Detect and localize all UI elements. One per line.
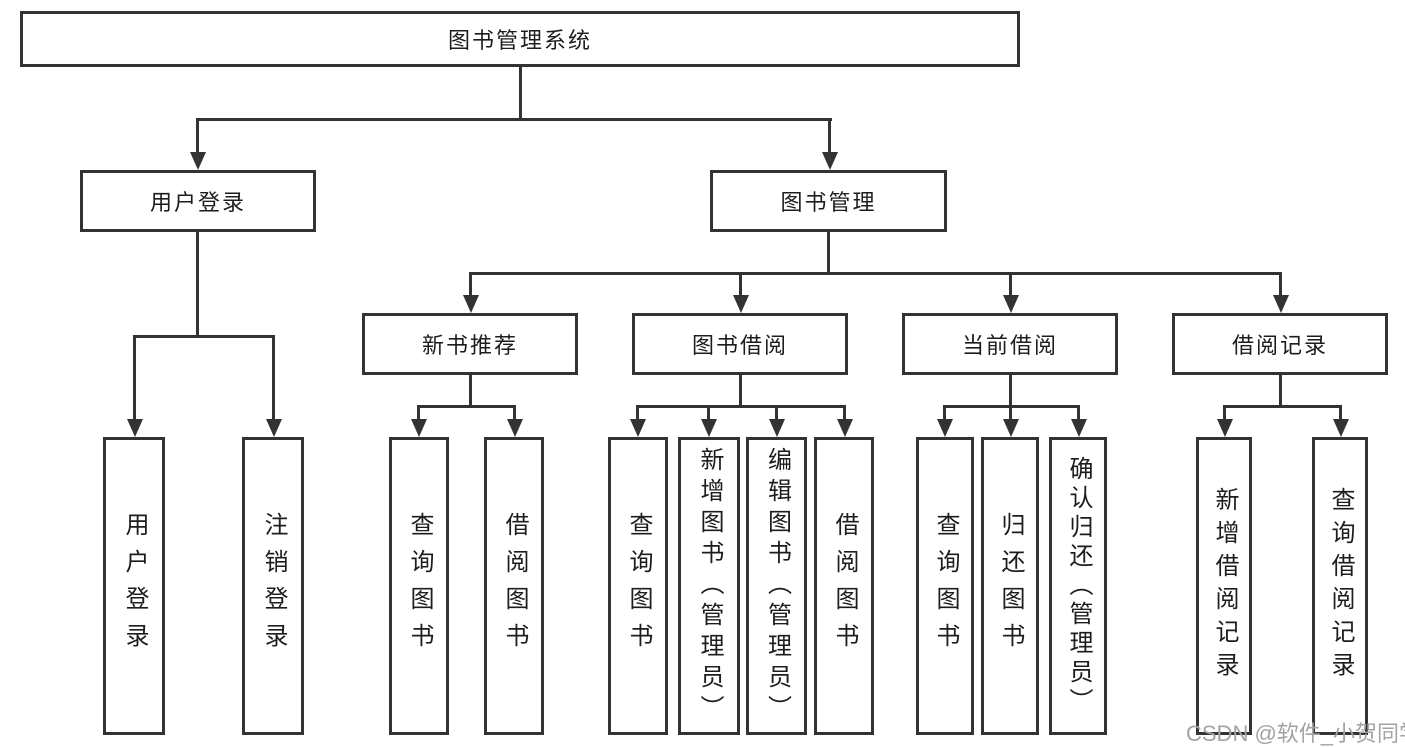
arrow-down-icon	[1217, 419, 1233, 437]
arrow-down-icon	[837, 419, 853, 437]
arrow-down-icon	[1003, 295, 1019, 313]
arrow-down-icon	[701, 419, 717, 437]
connector-line	[739, 375, 742, 407]
arrow-down-icon	[1071, 419, 1087, 437]
connector-line	[1009, 405, 1012, 421]
leaf-query-books-current: 查询图书	[916, 437, 974, 735]
connector-line	[133, 335, 275, 338]
arrow-down-icon	[630, 419, 646, 437]
leaf-add-borrow-record: 新增借阅记录	[1196, 437, 1252, 735]
node-label: 新书推荐	[421, 333, 518, 358]
leaf-edit-book-admin: 编辑图书（管理员）	[746, 437, 807, 735]
node-current-borrow: 当前借阅	[902, 313, 1118, 375]
arrow-down-icon	[1333, 419, 1349, 437]
node-label: 当前借阅	[961, 333, 1058, 358]
connector-line	[469, 272, 1281, 275]
arrow-down-icon	[769, 419, 785, 437]
connector-line	[1279, 375, 1282, 407]
leaf-borrow-books-recommend: 借阅图书	[484, 437, 544, 735]
leaf-label: 新增借阅记录	[1211, 487, 1238, 685]
arrow-down-icon	[1003, 419, 1019, 437]
arrow-down-icon	[266, 419, 282, 437]
arrow-down-icon	[937, 419, 953, 437]
connector-line	[133, 335, 136, 421]
connector-line	[196, 232, 199, 337]
leaf-label: 借阅图书	[831, 512, 858, 660]
node-new-book-recommend: 新书推荐	[362, 313, 578, 375]
node-label: 图书管理	[780, 190, 877, 215]
leaf-confirm-return-admin: 确认归还（管理员）	[1049, 437, 1107, 735]
connector-line	[272, 335, 275, 421]
node-book-borrow: 图书借阅	[632, 313, 848, 375]
node-label: 用户登录	[149, 190, 246, 215]
connector-line	[775, 405, 778, 421]
leaf-label: 新增图书（管理员）	[696, 446, 723, 726]
leaf-return-books: 归还图书	[981, 437, 1039, 735]
leaf-query-books-recommend: 查询图书	[389, 437, 449, 735]
leaf-query-borrow-record: 查询借阅记录	[1312, 437, 1368, 735]
csdn-watermark: CSDN @软件_小贺同学	[1186, 721, 1405, 746]
leaf-label: 查询借阅记录	[1327, 487, 1354, 685]
connector-line	[469, 272, 472, 297]
connector-line	[739, 272, 742, 297]
leaf-label: 查询图书	[625, 512, 652, 660]
leaf-label: 借阅图书	[501, 512, 528, 660]
connector-line	[636, 405, 639, 421]
connector-line	[827, 232, 830, 274]
connector-line	[828, 118, 831, 154]
arrow-down-icon	[507, 419, 523, 437]
arrow-down-icon	[733, 295, 749, 313]
connector-line	[707, 405, 710, 421]
leaf-label: 查询图书	[406, 512, 433, 660]
connector-line	[417, 405, 516, 408]
leaf-label: 编辑图书（管理员）	[763, 446, 791, 726]
leaf-label: 确认归还（管理员）	[1065, 455, 1092, 717]
connector-line	[196, 118, 832, 121]
leaf-label: 查询图书	[932, 512, 959, 660]
connector-line	[1279, 272, 1282, 297]
arrow-down-icon	[127, 419, 143, 437]
leaf-label: 用户登录	[121, 512, 148, 660]
arrow-down-icon	[411, 419, 427, 437]
leaf-user-login: 用户登录	[103, 437, 165, 735]
connector-line	[513, 405, 516, 421]
connector-line	[1009, 272, 1012, 297]
arrow-down-icon	[1273, 295, 1289, 313]
arrow-down-icon	[822, 152, 838, 170]
connector-line	[196, 118, 199, 154]
connector-line	[943, 405, 946, 421]
arrow-down-icon	[463, 295, 479, 313]
leaf-query-books-borrow: 查询图书	[608, 437, 668, 735]
leaf-label: 注销登录	[260, 512, 287, 660]
connector-line	[1223, 405, 1342, 408]
leaf-logout: 注销登录	[242, 437, 304, 735]
node-borrow-records: 借阅记录	[1172, 313, 1388, 375]
node-label: 图书管理系统	[447, 28, 592, 53]
leaf-label: 归还图书	[997, 512, 1024, 660]
node-label: 图书借阅	[691, 333, 788, 358]
node-user-login: 用户登录	[80, 170, 316, 232]
node-label: 借阅记录	[1231, 333, 1328, 358]
leaf-add-book-admin: 新增图书（管理员）	[678, 437, 740, 735]
node-book-management: 图书管理	[710, 170, 947, 232]
connector-line	[636, 405, 846, 408]
connector-line	[519, 67, 522, 120]
connector-line	[1339, 405, 1342, 421]
arrow-down-icon	[190, 152, 206, 170]
node-library-management-system: 图书管理系统	[20, 11, 1020, 67]
connector-line	[1009, 375, 1012, 407]
connector-line	[469, 375, 472, 407]
connector-line	[843, 405, 846, 421]
connector-line	[1077, 405, 1080, 421]
leaf-borrow-books: 借阅图书	[814, 437, 874, 735]
connector-line	[1223, 405, 1226, 421]
connector-line	[417, 405, 420, 421]
